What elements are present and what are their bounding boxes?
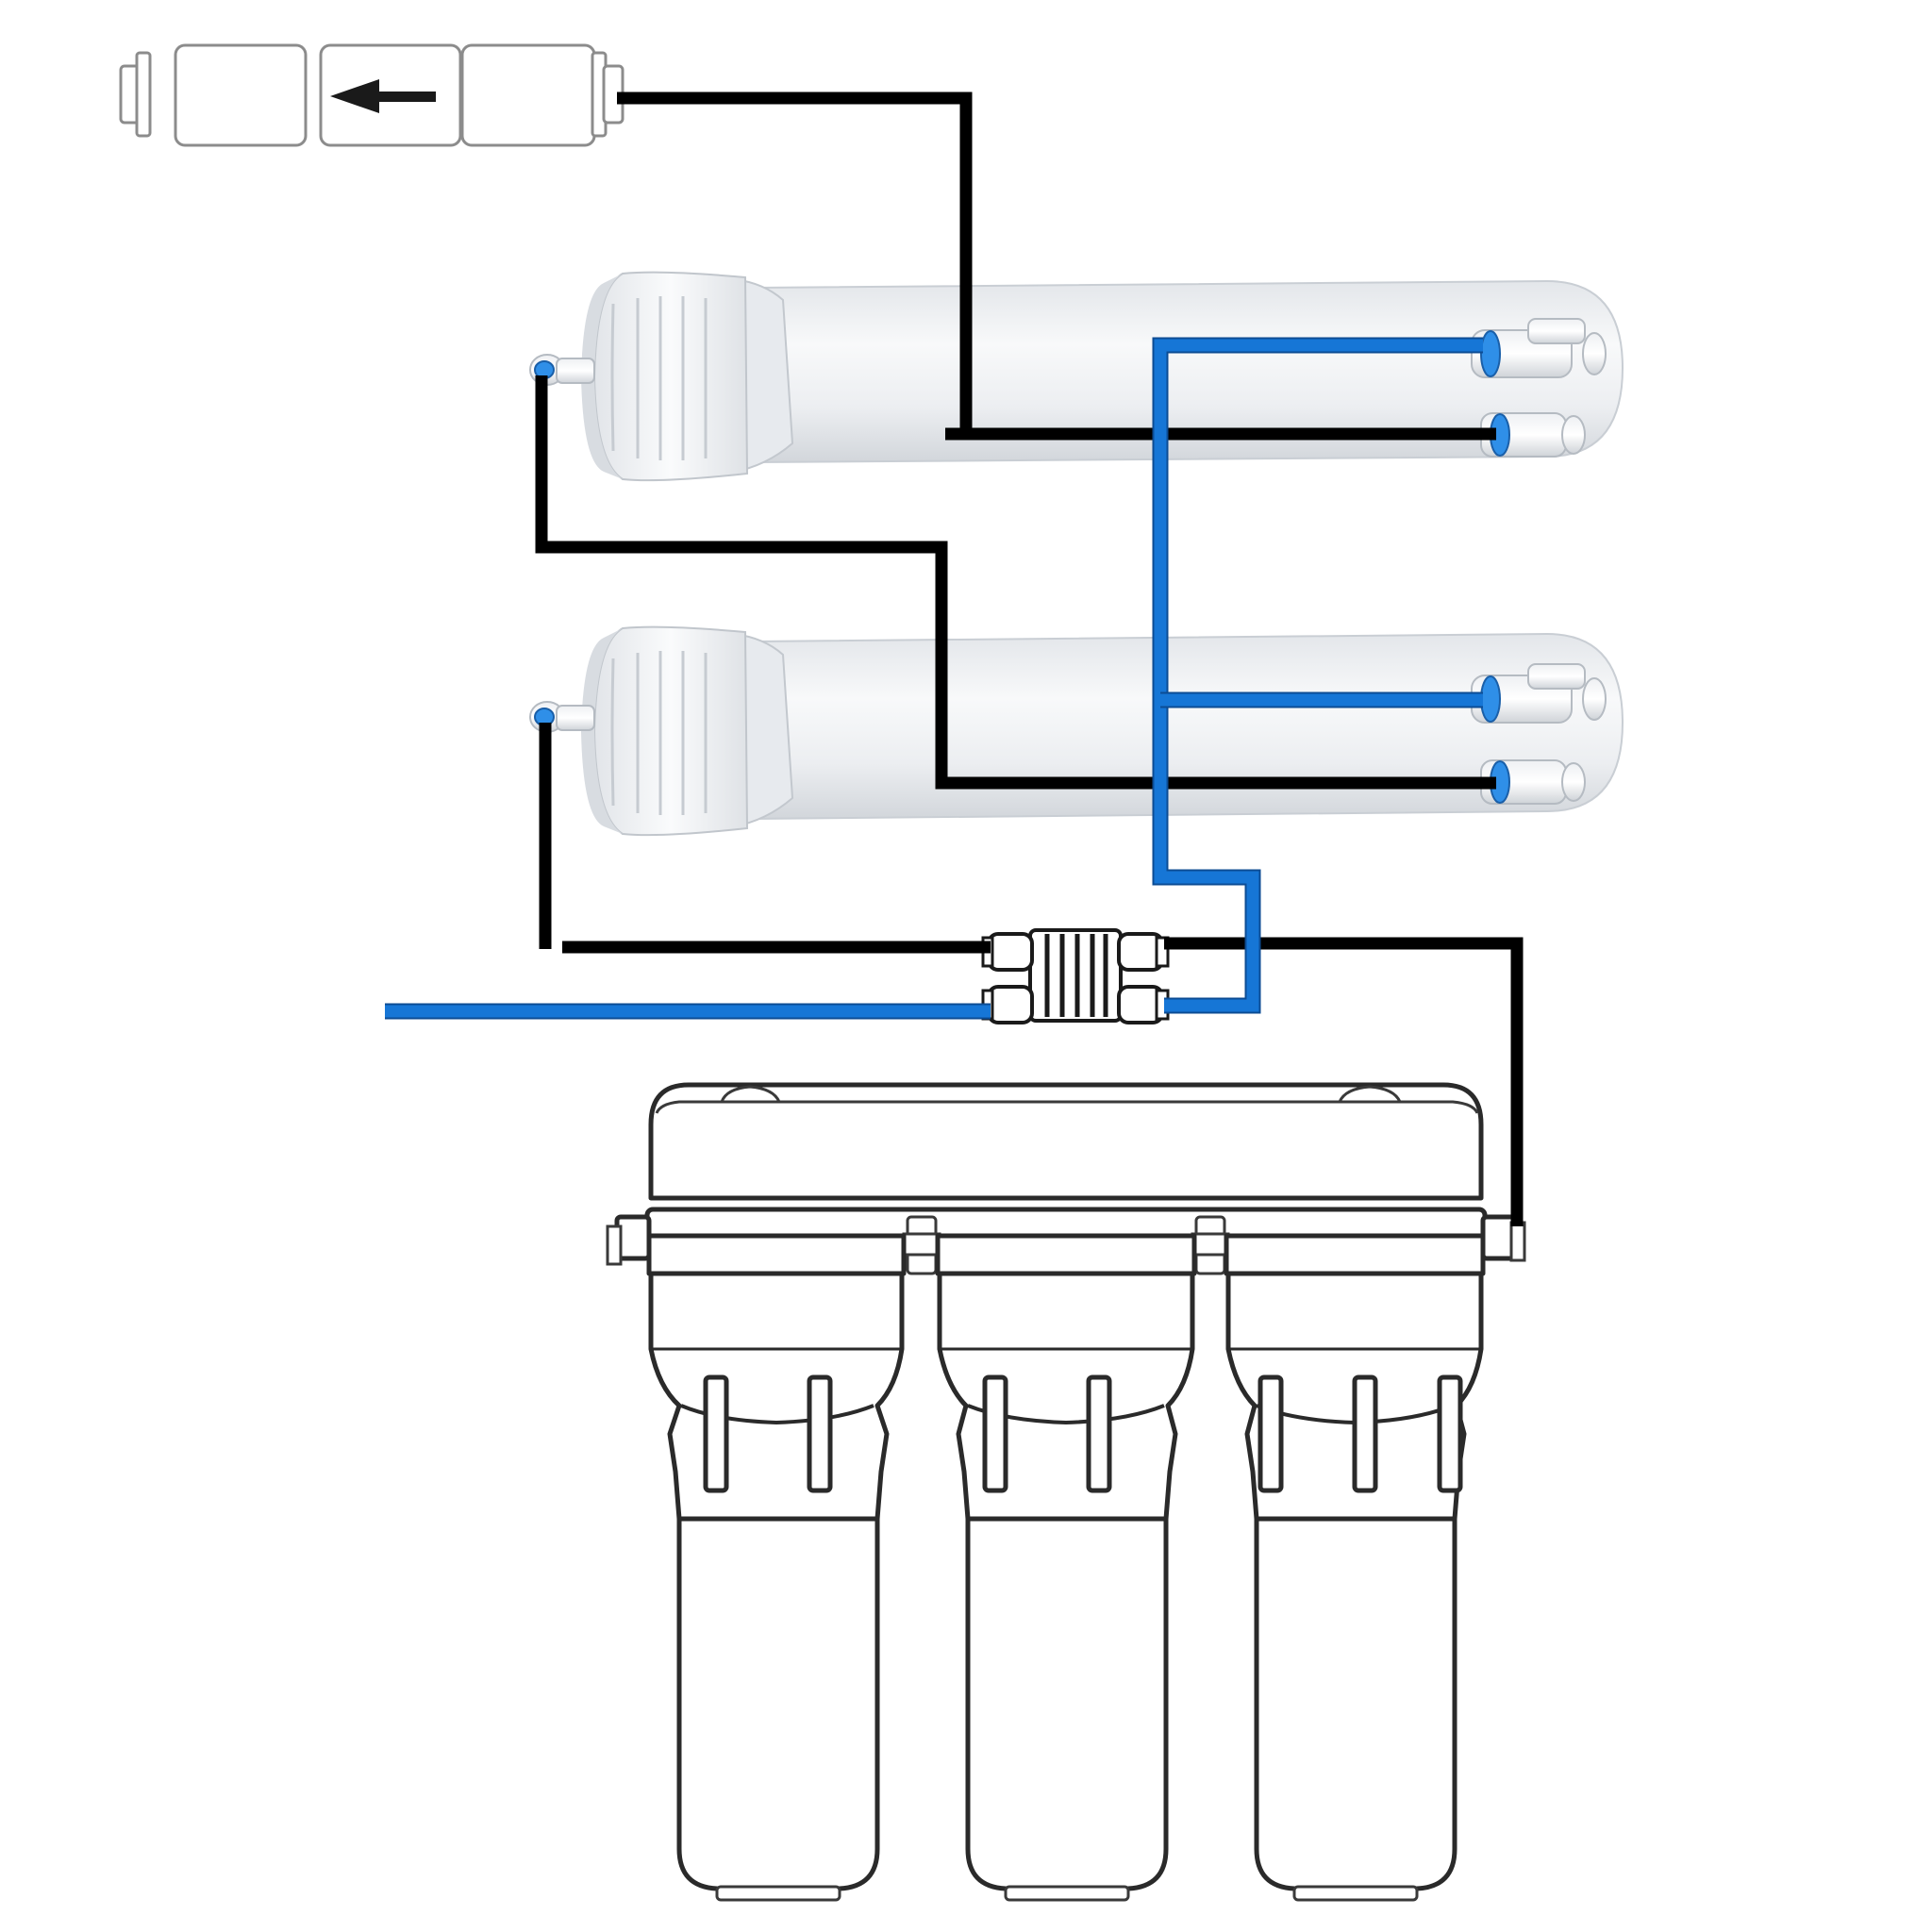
- housing-inlet-elbow-icon: [529, 354, 595, 386]
- manifold-connector-1-icon: [902, 1215, 941, 1275]
- prefilter-unit: [606, 1082, 1526, 1902]
- manifold-connector-2-icon: [1191, 1215, 1230, 1275]
- tee-connector-block: [981, 928, 1170, 1024]
- housing-grip-1a: [703, 1374, 729, 1493]
- check-valve-right-body: [460, 43, 596, 147]
- filter-housing-3: [1224, 1233, 1486, 1902]
- manifold-side-fitting-left-icon: [606, 1214, 652, 1266]
- flow-arrow-left-icon: [330, 79, 436, 113]
- housing-outlet-fittings-icon: [1471, 318, 1607, 458]
- housing-grip-3a: [1257, 1374, 1284, 1493]
- tube-black-upper-to-lower: [535, 375, 1496, 790]
- filter-housing-2: [935, 1233, 1197, 1902]
- housing-grip-3c: [1437, 1374, 1463, 1493]
- check-valve-left-body: [174, 43, 308, 147]
- tube-black-checkvalve-to-upper: [617, 92, 973, 432]
- housing-outlet-fittings-icon: [1471, 663, 1607, 805]
- prefilter-bracket-rim: [655, 1100, 1479, 1114]
- housing-grip-1b: [807, 1374, 833, 1493]
- tubing-black: [535, 92, 1524, 1226]
- filter-housing-1: [646, 1233, 907, 1902]
- check-valve-left-collet: [135, 51, 152, 138]
- bracket-mount-slot-left: [719, 1085, 782, 1104]
- membrane-housing-lower: [529, 625, 1624, 837]
- cap-ribs: [610, 651, 708, 815]
- housing-grip-3b: [1352, 1374, 1378, 1493]
- housing-grip-2a: [982, 1374, 1008, 1493]
- tube-black-prefilter-to-tee: [1164, 937, 1524, 1226]
- housing-grip-2b: [1086, 1374, 1112, 1493]
- tube-blue-permeate-upper: [1154, 339, 1483, 1012]
- bracket-mount-slot-right: [1337, 1085, 1403, 1104]
- check-valve: [119, 43, 625, 147]
- membrane-housing-upper: [529, 271, 1624, 482]
- cap-ribs: [610, 296, 708, 460]
- tubing-blue: [385, 337, 1483, 1020]
